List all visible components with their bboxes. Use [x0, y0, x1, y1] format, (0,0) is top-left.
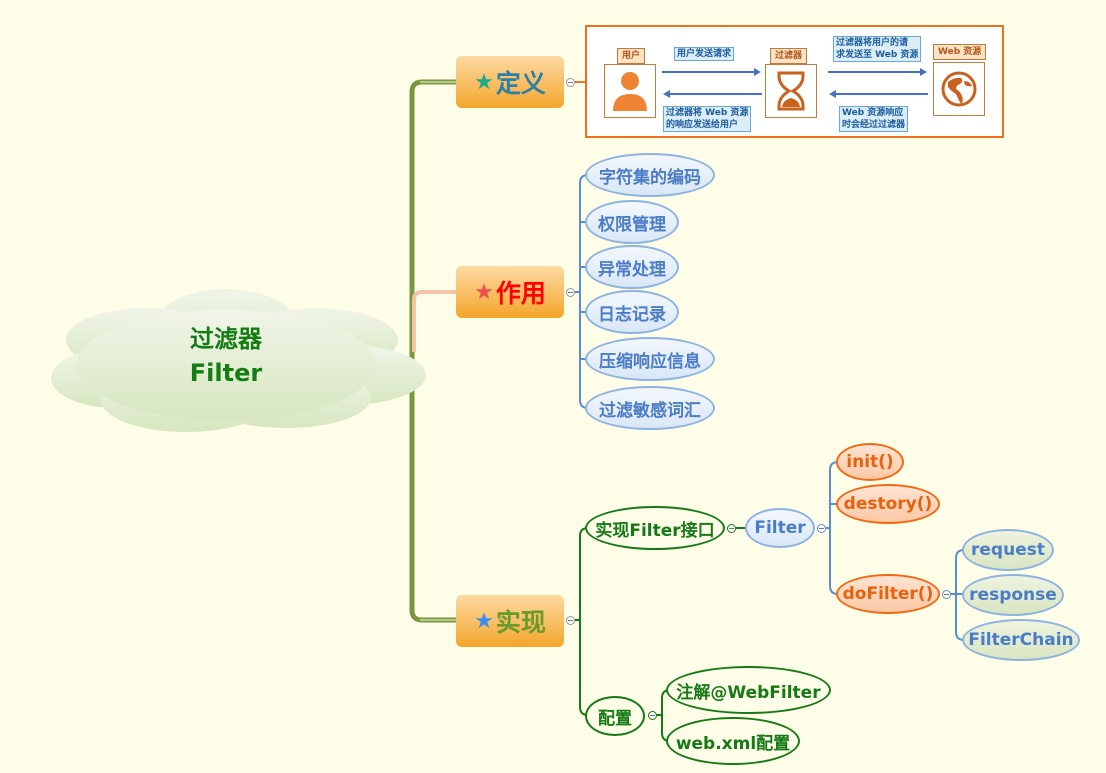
- collapse-toggle-purpose[interactable]: [566, 288, 575, 297]
- param-filterchain[interactable]: FilterChain: [962, 619, 1080, 661]
- purpose-item[interactable]: 异常处理: [585, 245, 679, 289]
- collapse-toggle-dofilter[interactable]: [942, 590, 951, 599]
- cloud-shape: [51, 289, 426, 432]
- definition-image: 用户 用户发送请求 过滤器将 Web 资源 的响应发送给用户 过滤器 过滤器将用…: [585, 25, 1004, 138]
- web-tag: Web 资源: [933, 44, 987, 60]
- filter-tag: 过滤器: [770, 48, 808, 64]
- config-annotation[interactable]: 注解@WebFilter: [666, 666, 831, 714]
- arrow-right-icon: [828, 68, 927, 76]
- globe-icon: [941, 71, 977, 107]
- implement-interface-node[interactable]: 实现Filter接口: [585, 506, 725, 550]
- topic-implementation[interactable]: ★ 实现: [456, 595, 564, 647]
- collapse-toggle-definition[interactable]: [566, 78, 575, 87]
- star-icon: ★: [474, 608, 494, 634]
- method-destory[interactable]: destory(): [836, 484, 940, 524]
- collapse-toggle-interface[interactable]: [727, 524, 736, 533]
- config-node[interactable]: 配置: [585, 696, 645, 736]
- filter-return-label: 过滤器将 Web 资源 的响应发送给用户: [663, 106, 752, 132]
- filter-picture: [765, 64, 817, 118]
- method-init[interactable]: init(): [836, 443, 904, 481]
- star-icon: ★: [474, 69, 494, 95]
- filter-forward-label: 过滤器将用户的请 求发送至 Web 资源: [833, 36, 922, 62]
- central-title-en: Filter: [189, 359, 263, 387]
- param-request[interactable]: request: [962, 529, 1054, 571]
- topic-purpose[interactable]: ★ 作用: [456, 266, 564, 318]
- purpose-item[interactable]: 权限管理: [585, 200, 679, 244]
- purpose-item[interactable]: 压缩响应信息: [585, 337, 715, 381]
- method-dofilter[interactable]: doFilter(): [836, 574, 940, 614]
- arrow-left-icon: [663, 90, 762, 98]
- arrow-left-icon: [829, 90, 928, 98]
- arrow-right-icon: [662, 68, 761, 76]
- config-webxml[interactable]: web.xml配置: [666, 717, 800, 765]
- filter-node[interactable]: Filter: [745, 508, 815, 548]
- user-tag: 用户: [617, 48, 646, 64]
- star-icon: ★: [474, 279, 494, 305]
- topic-purpose-label: 作用: [495, 279, 546, 308]
- hourglass-icon: [777, 71, 805, 111]
- user-picture: [604, 64, 656, 118]
- web-picture: [933, 62, 985, 116]
- topic-definition[interactable]: ★ 定义: [456, 56, 564, 108]
- topic-definition-label: 定义: [495, 69, 546, 98]
- central-topic[interactable]: 过滤器 Filter: [26, 280, 426, 440]
- user-icon: [613, 72, 647, 111]
- collapse-toggle-config[interactable]: [648, 711, 657, 720]
- collapse-toggle-implementation[interactable]: [566, 616, 575, 625]
- collapse-toggle-filter[interactable]: [817, 524, 826, 533]
- central-title-cn: 过滤器: [190, 325, 262, 353]
- topic-implementation-label: 实现: [495, 608, 546, 637]
- purpose-item[interactable]: 过滤敏感词汇: [585, 386, 715, 430]
- purpose-item[interactable]: 日志记录: [585, 290, 679, 334]
- param-response[interactable]: response: [962, 574, 1064, 616]
- user-send-label: 用户发送请求: [674, 47, 735, 61]
- purpose-item[interactable]: 字符集的编码: [585, 153, 715, 197]
- web-response-label: Web 资源响应 时会经过过滤器: [839, 106, 909, 132]
